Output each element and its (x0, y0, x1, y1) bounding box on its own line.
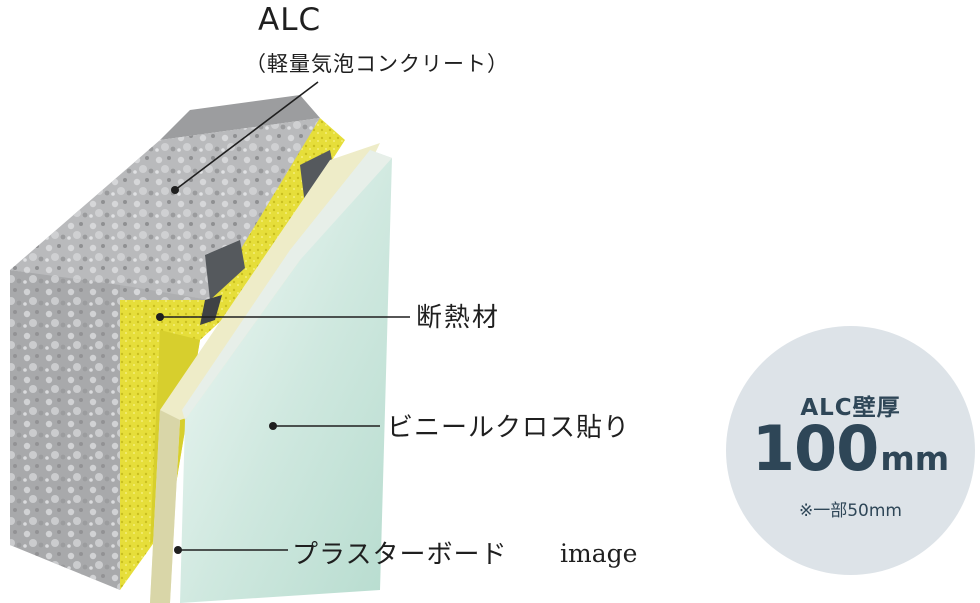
vinyl-cloth-label: ビニールクロス貼り (387, 413, 631, 443)
alc-block-top (160, 95, 320, 140)
wall-thickness-badge: ALC壁厚 100mm ※一部50mm (726, 326, 975, 575)
leader-alc (174, 81, 319, 191)
alc-subtitle: （軽量気泡コンクリート） (245, 52, 509, 76)
plaster-board-label: プラスターボード (292, 540, 508, 570)
alc-title: ALC (258, 2, 322, 38)
badge-unit: mm (880, 439, 950, 478)
badge-heading: ALC壁厚 (800, 395, 901, 421)
badge-value-wrap: 100mm (726, 418, 975, 480)
badge-value: 100 (751, 412, 879, 485)
leader-alc-dot (171, 186, 179, 194)
leader-vinyl-dot (269, 422, 277, 430)
vinyl-cloth-panel (180, 150, 392, 603)
leader-insulation-dot (156, 313, 164, 321)
badge-note: ※一部50mm (799, 501, 902, 521)
leader-plaster-dot (174, 546, 182, 554)
stud-middle (205, 240, 245, 300)
image-note: image (560, 539, 638, 568)
vinyl-cloth-edge (182, 150, 392, 420)
insulation-label: 断熱材 (416, 303, 501, 333)
plaster-board-edge (150, 410, 180, 603)
